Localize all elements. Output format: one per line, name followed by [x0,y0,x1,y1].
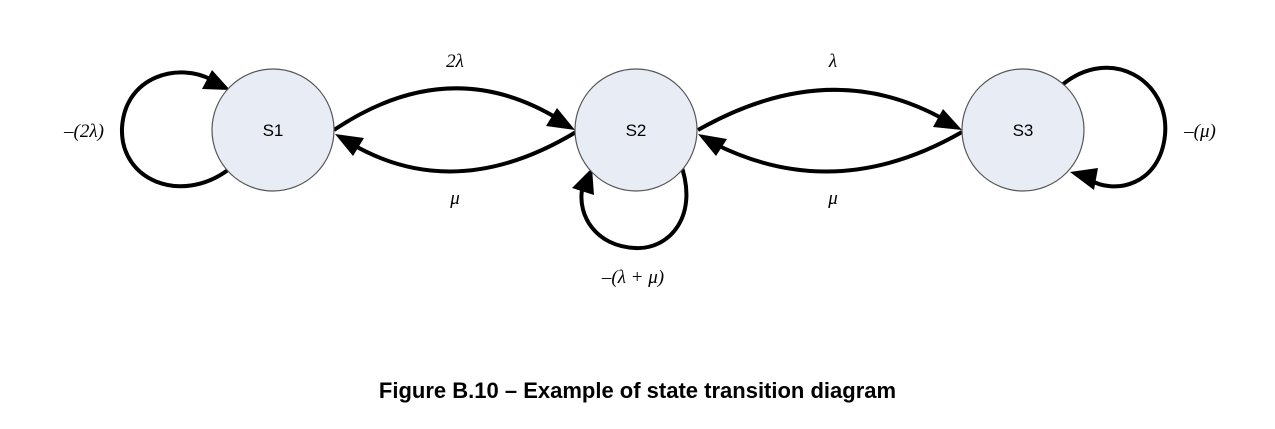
edge-s2-self-loop [579,161,689,251]
label-s2-to-s3: λ [828,51,837,72]
label-s3-to-s2: μ [827,188,838,209]
arrowhead-s3-to-s2 [698,134,727,156]
state-s2 [574,68,698,192]
state-s1-label: S1 [263,121,284,140]
arrowhead-s2-self [572,168,594,195]
label-s1-to-s2: 2λ [446,51,464,72]
state-s3-label: S3 [1013,121,1034,140]
state-s1 [211,68,335,192]
edge-s2-to-s3 [697,87,946,132]
edge-s1-self-loop [119,70,230,189]
edge-s2-to-s1 [348,130,578,174]
state-s2-label: S2 [626,121,647,140]
label-s3-self: –(μ) [1183,121,1216,142]
edge-s1-to-s2 [332,86,562,132]
edge-s3-to-s2 [712,130,963,174]
arrowhead-s2-to-s1 [335,134,364,156]
arrowhead-s3-self [1070,168,1098,190]
arrowhead-s1-self [202,70,230,90]
label-s2-self: –(λ + μ) [601,267,664,288]
label-s2-to-s1: μ [449,188,460,209]
figure-caption: Figure B.10 – Example of state transitio… [378,378,897,403]
arrowhead-s1-to-s2 [546,108,575,130]
state-s3 [961,68,1085,192]
edge-s3-self-loop [1060,65,1168,189]
label-s1-self: –(2λ) [63,121,104,142]
arrowhead-s2-to-s3 [933,109,962,130]
